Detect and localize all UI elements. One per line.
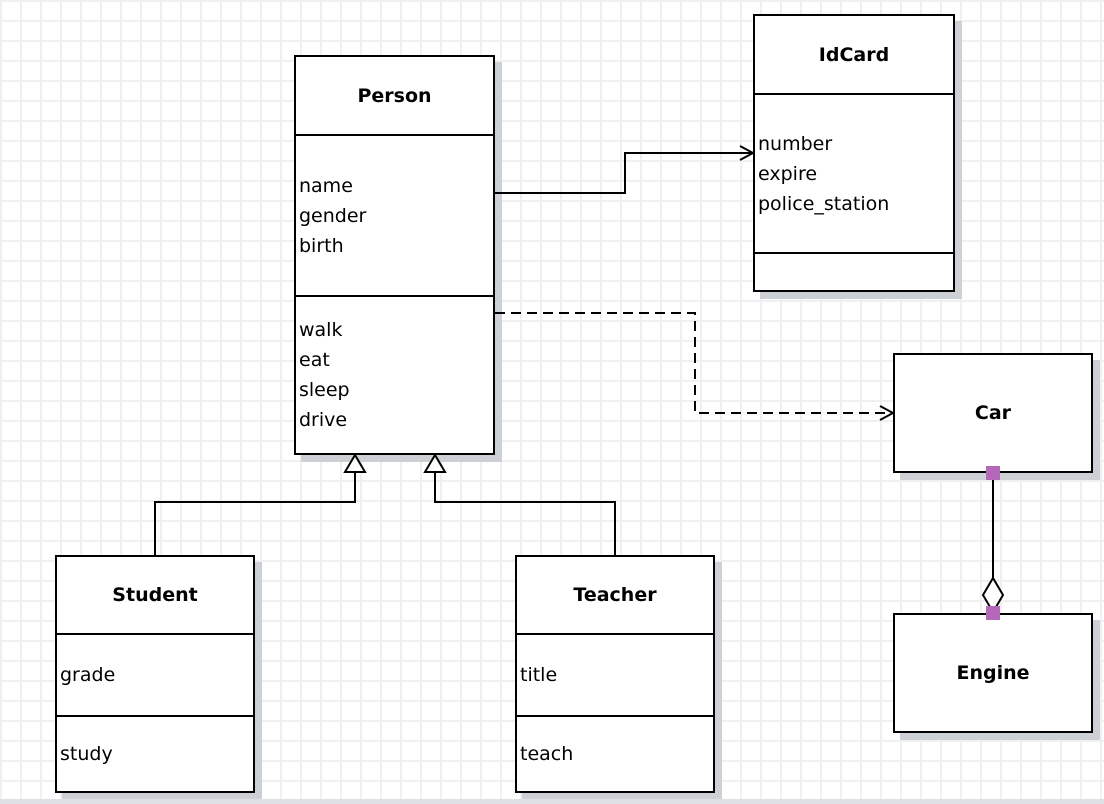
attribute-row: gender xyxy=(299,204,367,227)
class-title-teacher: Teacher xyxy=(573,584,657,606)
open-arrowhead-icon xyxy=(879,405,896,421)
person-methods-section: walk eat sleep drive xyxy=(296,295,493,453)
class-box-person[interactable]: Person name gender birth walk eat sleep … xyxy=(294,55,495,455)
student-methods-section: study xyxy=(57,715,253,791)
class-box-engine[interactable]: Engine xyxy=(893,613,1093,733)
attribute-row: expire xyxy=(758,162,818,185)
attribute-row: number xyxy=(758,132,833,155)
method-row: study xyxy=(60,743,113,765)
hollow-triangle-icon xyxy=(343,453,367,473)
method-row: eat xyxy=(299,349,330,371)
attribute-row: name xyxy=(299,174,353,197)
class-box-teacher[interactable]: Teacher title teach xyxy=(515,555,715,793)
association-person-idcard[interactable] xyxy=(495,145,756,194)
connection-endpoint-marker[interactable] xyxy=(986,606,1000,620)
idcard-attributes-section: number expire police_station xyxy=(755,93,953,252)
dependency-person-car[interactable] xyxy=(495,312,896,421)
class-box-student[interactable]: Student grade study xyxy=(55,555,255,793)
person-attributes-section: name gender birth xyxy=(296,134,493,295)
class-title-person: Person xyxy=(357,84,432,107)
generalization-teacher-person[interactable] xyxy=(423,453,616,555)
class-title-engine: Engine xyxy=(956,662,1030,684)
method-row: drive xyxy=(299,409,348,431)
open-arrowhead-icon xyxy=(739,145,756,161)
student-attributes-section: grade xyxy=(57,633,253,715)
method-row: teach xyxy=(520,743,574,765)
canvas-bottom-edge xyxy=(0,799,1104,804)
aggregation-car-engine[interactable] xyxy=(981,466,1005,620)
class-box-idcard[interactable]: IdCard number expire police_station xyxy=(753,14,955,292)
class-title-idcard: IdCard xyxy=(818,43,890,66)
method-row: sleep xyxy=(299,379,350,401)
teacher-attributes-section: title xyxy=(517,633,713,715)
generalization-student-person[interactable] xyxy=(154,453,367,555)
class-title-car: Car xyxy=(974,402,1012,424)
class-title-student: Student xyxy=(112,584,198,606)
attribute-row: police_station xyxy=(758,192,890,215)
attribute-row: title xyxy=(520,664,558,686)
hollow-triangle-icon xyxy=(423,453,447,473)
idcard-methods-section xyxy=(755,252,953,290)
class-box-car[interactable]: Car xyxy=(893,353,1093,473)
attribute-row: grade xyxy=(60,664,116,686)
teacher-methods-section: teach xyxy=(517,715,713,791)
method-row: walk xyxy=(299,319,343,341)
attribute-row: birth xyxy=(299,234,344,257)
connection-endpoint-marker[interactable] xyxy=(986,466,1000,480)
